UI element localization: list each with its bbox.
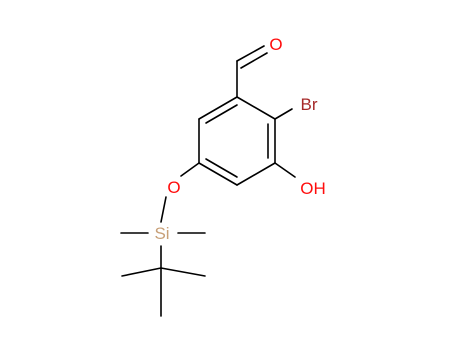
ring-bond <box>198 96 238 120</box>
silicon-label: Si <box>154 224 169 243</box>
tbutyl-bond <box>121 267 162 277</box>
ring-bond <box>236 96 276 120</box>
tbutyl-bond <box>160 267 206 277</box>
aldehyde-double-bond <box>236 45 265 62</box>
ether-oxygen-label: O <box>167 178 180 197</box>
hydroxyl-label: OH <box>300 179 326 198</box>
bromine-bond <box>274 108 293 120</box>
aldehyde-double-bond <box>240 52 268 69</box>
hydroxyl-bond <box>274 162 296 178</box>
ring-bond <box>236 162 276 186</box>
ring-bond <box>198 162 238 186</box>
ether-bond <box>160 196 167 223</box>
aldehyde-oxygen-label: O <box>269 35 282 54</box>
ether-bond <box>180 162 200 177</box>
ring-bond <box>205 158 238 178</box>
bromine-label: Br <box>301 95 318 114</box>
ring-bond <box>205 104 238 124</box>
